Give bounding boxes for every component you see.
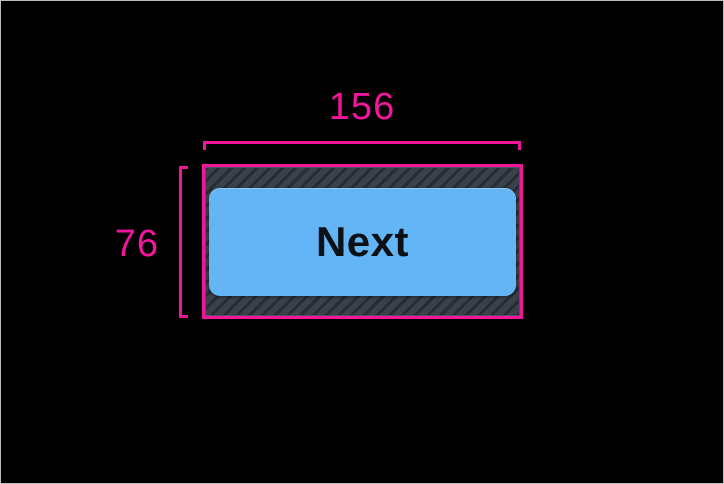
height-dimension-bracket	[179, 166, 188, 318]
height-dimension-label: 76	[114, 223, 159, 265]
next-button[interactable]: Next	[209, 188, 516, 296]
width-dimension-bracket	[203, 141, 521, 150]
next-button-label: Next	[315, 218, 410, 265]
width-dimension-label: 156	[328, 86, 396, 128]
touch-target-area[interactable]: Next	[202, 164, 523, 319]
